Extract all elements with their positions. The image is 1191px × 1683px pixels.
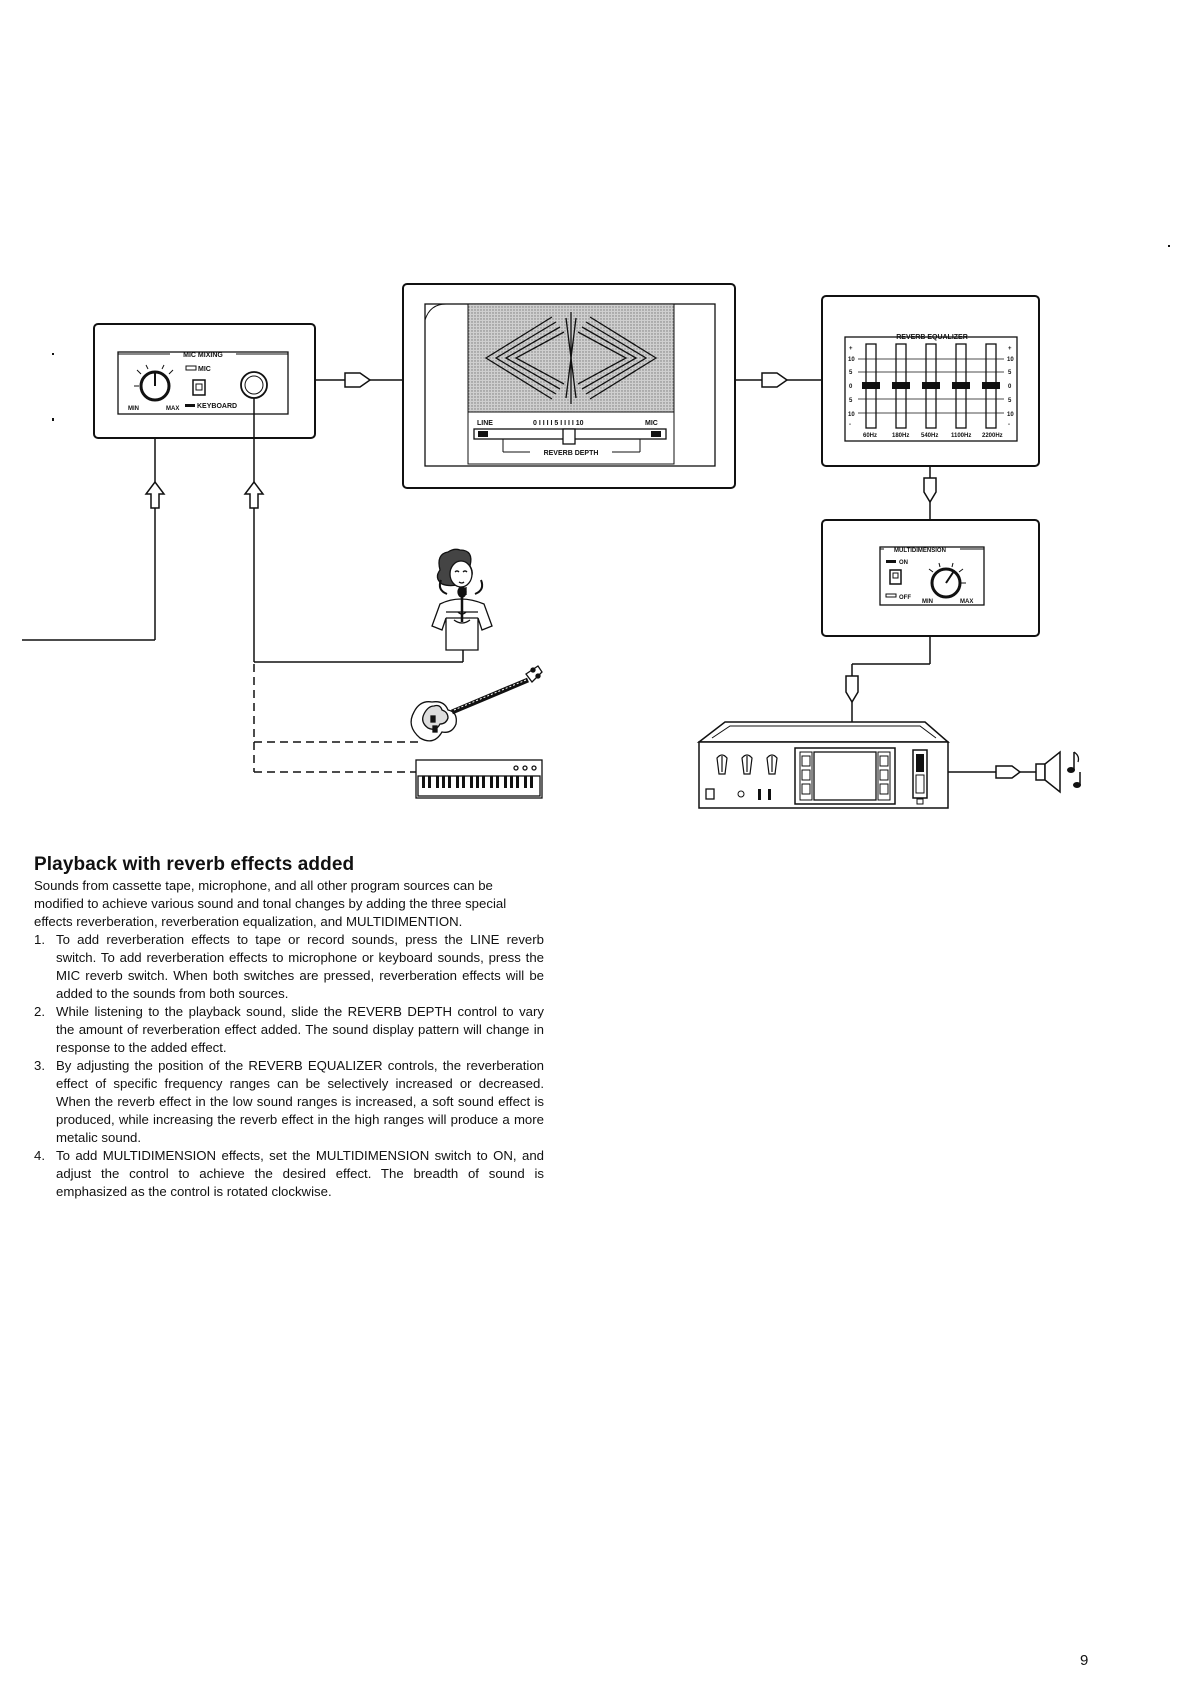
svg-text:-: - [1008, 422, 1010, 428]
list-item: 4. To add MULTIDIMENSION effects, set the… [34, 1147, 544, 1201]
multidimension-on-label: ON [899, 560, 908, 566]
mic-knob-max: MAX [166, 406, 179, 412]
eq-band-2200hz: 2200Hz [982, 433, 1003, 439]
text-section: Playback with reverb effects added Sound… [34, 853, 544, 1201]
svg-text:10: 10 [1007, 357, 1014, 363]
svg-text:10: 10 [848, 412, 855, 418]
keyboard-icon [415, 759, 543, 799]
display-line-label: LINE [477, 420, 493, 427]
mic-switch-label: MIC [198, 366, 211, 373]
multidimension-knob-min: MIN [922, 599, 933, 605]
mic-mixing-panel: MIC MIXING MIN MAX MIC KEYBOARD [93, 323, 316, 439]
eq-band-1100hz: 1100Hz [951, 433, 971, 439]
page-number: 9 [1080, 1652, 1089, 1669]
section-heading: Playback with reverb effects added [34, 854, 355, 875]
equalizer-title: REVERB EQUALIZER [896, 334, 968, 341]
multidimension-title: MULTIDIMENSION [894, 548, 946, 554]
step-text: While listening to the playback sound, s… [56, 1004, 544, 1055]
mic-mixing-title: MIC MIXING [183, 352, 223, 359]
sound-display-pattern [484, 312, 658, 404]
svg-text:0: 0 [1008, 384, 1012, 390]
multidimension-knob-max: MAX [960, 599, 973, 605]
mic-reverb-switch[interactable] [651, 431, 661, 437]
svg-text:5: 5 [1008, 398, 1012, 404]
svg-text:5: 5 [849, 398, 853, 404]
singer-microphone-icon [431, 548, 493, 651]
eq-band-540hz: 540Hz [921, 433, 938, 439]
intro-paragraph: Sounds from cassette tape, microphone, a… [34, 878, 507, 929]
eq-scale-right: + 10 5 0 5 10 - [1007, 346, 1014, 428]
multidimension-knob[interactable] [928, 562, 966, 599]
multidimension-switch[interactable] [889, 569, 902, 585]
step-text: To add reverberation effects to tape or … [56, 932, 544, 1001]
list-item: 1. To add reverberation effects to tape o… [34, 931, 544, 1003]
line-reverb-switch[interactable] [478, 431, 488, 437]
step-number: 2. [34, 1004, 45, 1019]
svg-text:10: 10 [848, 357, 855, 363]
svg-text:5: 5 [1008, 370, 1012, 376]
scan-specks [52, 245, 1170, 421]
mic-keyboard-switch[interactable] [192, 379, 206, 396]
amplifier-unit [696, 721, 951, 809]
mixing-input-line-2 [243, 398, 464, 663]
svg-text:+: + [1008, 346, 1012, 352]
speaker-icon [1035, 750, 1061, 794]
arrow-equalizer-to-multidimension [923, 466, 937, 520]
eq-scale-left: + 10 5 0 5 10 - [848, 346, 855, 428]
steps-list: 1. To add reverberation effects to tape o… [34, 931, 544, 1201]
step-number: 3. [34, 1058, 45, 1073]
display-scale: 0 I I I I 5 I I I I 10 [533, 420, 584, 427]
arrow-display-to-equalizer [735, 372, 822, 388]
guitar-icon [410, 665, 543, 742]
reverb-depth-label: REVERB DEPTH [544, 450, 599, 457]
step-number: 4. [34, 1148, 45, 1163]
reverb-display-panel: LINE 0 I I I I 5 I I I I 10 MIC REVERB D… [402, 283, 736, 489]
eq-band-180hz: 180Hz [892, 433, 909, 439]
display-mic-label: MIC [645, 420, 658, 427]
reverb-equalizer-panel: REVERB EQUALIZER + 10 5 0 5 10 - + 10 5 … [821, 295, 1040, 467]
list-item: 3. By adjusting the position of the REVER… [34, 1057, 544, 1147]
svg-text:0: 0 [849, 384, 853, 390]
list-item: 2. While listening to the playback sound,… [34, 1003, 544, 1057]
reverb-depth-knob[interactable] [562, 428, 576, 445]
step-text: By adjusting the position of the REVERB … [56, 1058, 544, 1145]
multidimension-off-label: OFF [899, 595, 911, 601]
arrow-multidimension-to-amplifier [845, 636, 931, 722]
multidimension-panel: MULTIDIMENSION ON OFF MIN MAX [821, 519, 1040, 637]
eq-band-60hz: 60Hz [863, 433, 877, 439]
step-text: To add MULTIDIMENSION effects, set the M… [56, 1148, 544, 1199]
mic-mixing-knob[interactable] [134, 364, 174, 402]
amp-knobs [716, 754, 778, 775]
mixing-input-line-1 [22, 438, 166, 641]
amp-power-button[interactable] [705, 788, 715, 800]
step-number: 1. [34, 932, 45, 947]
keyboard-switch-label: KEYBOARD [197, 403, 237, 410]
signal-flow-diagram: MIC MIXING MIN MAX MIC KEYBOARD [22, 245, 1170, 809]
dashed-input-lines [253, 664, 420, 773]
arrow-mixing-to-display [315, 372, 403, 388]
arrow-amplifier-to-speaker [948, 765, 1036, 779]
mic-knob-min: MIN [128, 406, 139, 412]
svg-text:+: + [849, 346, 853, 352]
music-note-icon [1067, 751, 1081, 788]
svg-text:10: 10 [1007, 412, 1014, 418]
svg-text:-: - [849, 422, 851, 428]
svg-text:5: 5 [849, 370, 853, 376]
